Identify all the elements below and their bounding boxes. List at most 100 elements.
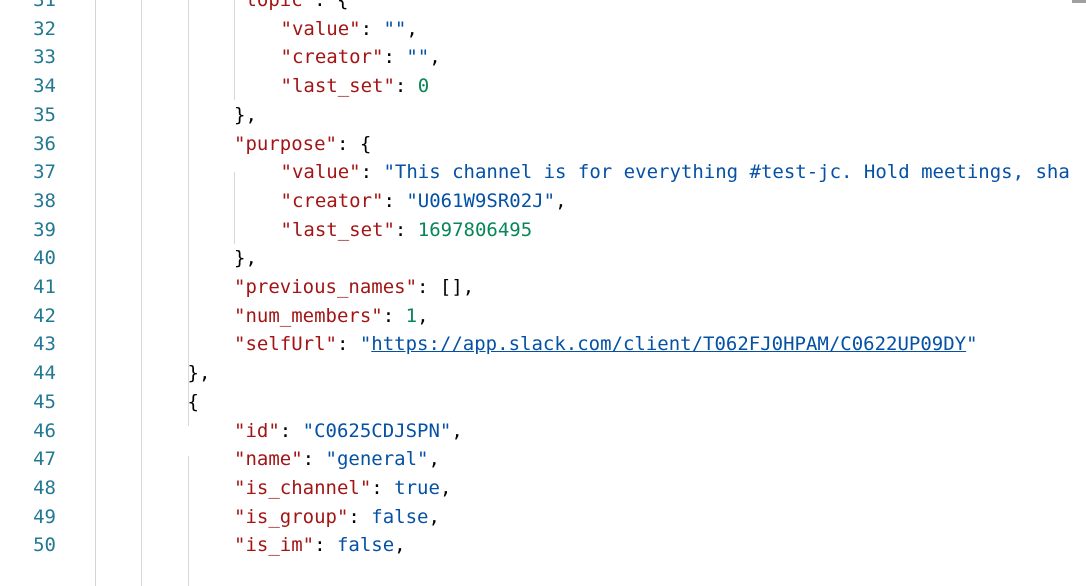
code-token: "selfUrl"	[234, 333, 337, 356]
code-text: },	[234, 244, 257, 273]
code-token: },	[234, 103, 257, 126]
indent-guide	[141, 0, 142, 586]
code-line[interactable]: 45 {	[0, 388, 1086, 417]
code-text: "is_im": false,	[234, 531, 406, 560]
code-token: :	[360, 161, 384, 184]
code-token: :	[360, 17, 384, 40]
code-line[interactable]: 35},	[0, 101, 1086, 130]
line-number: 47	[33, 448, 56, 471]
code-text: },	[188, 359, 211, 388]
line-number: 50	[33, 534, 56, 557]
code-token: 1	[405, 304, 418, 327]
code-token: :	[382, 304, 406, 327]
code-token: "creator"	[280, 189, 384, 212]
code-line[interactable]: 37 "value": "This channel is for everythi…	[0, 158, 1086, 187]
code-line[interactable]: 43 "selfUrl": "https://app.slack.com/clie…	[0, 330, 1086, 359]
code-token: ,	[429, 46, 441, 69]
code-token: "C0625CDJSPN"	[302, 419, 452, 442]
code-token: ,	[428, 505, 440, 528]
code-line[interactable]: 41 "previous_names": [],	[0, 273, 1086, 302]
code-token: ,	[451, 419, 463, 442]
code-token: ,	[555, 189, 567, 212]
code-line[interactable]: 42 "num_members": 1,	[0, 302, 1086, 331]
line-number: 49	[33, 505, 56, 528]
code-token: :	[279, 419, 303, 442]
code-token: 1697806495	[417, 218, 533, 241]
code-token: ,	[428, 448, 440, 471]
code-token: ,	[394, 534, 406, 557]
code-token: {	[187, 390, 199, 413]
gutter-divider	[95, 0, 96, 586]
code-token: "is_group"	[234, 505, 349, 528]
code-token: "value"	[280, 17, 361, 40]
line-number: 43	[33, 333, 56, 356]
code-line[interactable]: 50 "is_im": false,	[0, 531, 1086, 560]
line-number: 46	[33, 419, 56, 442]
code-line[interactable]: 33 "creator": "",	[0, 43, 1086, 72]
code-token: : {	[314, 0, 349, 11]
code-line[interactable]: 46 "id": "C0625CDJSPN",	[0, 417, 1086, 446]
code-text: "value": "This channel is for everything…	[281, 158, 1070, 187]
line-number: 44	[33, 362, 56, 385]
line-number: 41	[33, 276, 56, 298]
line-number: 42	[33, 304, 56, 327]
code-token: "id"	[234, 419, 280, 442]
line-number: 33	[33, 46, 56, 69]
code-text: "previous_names": [],	[234, 273, 474, 302]
code-token: "last_set"	[280, 75, 395, 98]
code-token: "num_members"	[234, 304, 383, 327]
url-link[interactable]: https://app.slack.com/client/T062FJ0HPAM…	[371, 333, 967, 356]
line-number: 38	[33, 189, 56, 212]
code-line[interactable]: 49 "is_group": false,	[0, 503, 1086, 532]
code-token: :	[394, 218, 418, 241]
code-token: false	[336, 534, 395, 557]
code-text: "last_set": 1697806495	[281, 216, 533, 245]
code-line[interactable]: 31"topic": {	[0, 0, 1086, 15]
code-line[interactable]: 36 "purpose": {	[0, 130, 1086, 159]
code-line[interactable]: 47 "name": "general",	[0, 445, 1086, 474]
code-line[interactable]: 44},	[0, 359, 1086, 388]
code-token: false	[371, 505, 429, 528]
code-line[interactable]: 32"value": "",	[0, 15, 1086, 44]
code-token: "last_set"	[280, 218, 395, 241]
code-token: "creator"	[280, 46, 384, 69]
code-token: :	[348, 505, 372, 528]
code-token: :	[336, 333, 360, 356]
line-number: 36	[33, 132, 56, 155]
indent-guide	[188, 456, 189, 586]
code-text: "is_channel": true,	[234, 474, 451, 503]
line-number: 34	[33, 75, 56, 98]
code-token: "value"	[280, 161, 361, 184]
code-token: "previous_names"	[234, 276, 418, 298]
code-token: :	[394, 75, 418, 98]
code-text: "value": "",	[281, 15, 418, 44]
indent-guide	[188, 0, 189, 426]
code-text: "num_members": 1,	[234, 302, 429, 331]
code-text: "creator": "",	[281, 43, 441, 72]
code-line[interactable]: 40},	[0, 244, 1086, 273]
code-line[interactable]: 38"creator": "U061W9SR02J",	[0, 187, 1086, 216]
code-token: },	[234, 247, 257, 270]
code-token: },	[187, 362, 211, 385]
code-text: "name": "general",	[234, 445, 440, 474]
indent-guide	[234, 0, 235, 100]
code-token: ,	[406, 17, 418, 40]
code-line[interactable]: 34 "last_set": 0	[0, 72, 1086, 101]
scrollbar-marker[interactable]	[1072, 0, 1086, 3]
code-text: "purpose": {	[234, 130, 371, 159]
code-token: "	[966, 333, 978, 356]
line-number: 40	[33, 247, 56, 270]
code-text: {	[188, 388, 199, 417]
code-token: "purpose"	[234, 132, 337, 155]
code-text: "last_set": 0	[281, 72, 430, 101]
code-token: ,	[439, 476, 452, 499]
code-token: "is_im"	[234, 534, 315, 557]
code-line[interactable]: 48"is_channel": true,	[0, 474, 1086, 503]
code-token: "name"	[234, 448, 303, 471]
line-number: 37	[33, 161, 56, 184]
code-token: "This channel is for everything #test-jc…	[383, 161, 1070, 184]
line-number: 45	[33, 390, 56, 413]
code-text: "topic": {	[234, 0, 348, 15]
code-line[interactable]: 39"last_set": 1697806495	[0, 216, 1086, 245]
